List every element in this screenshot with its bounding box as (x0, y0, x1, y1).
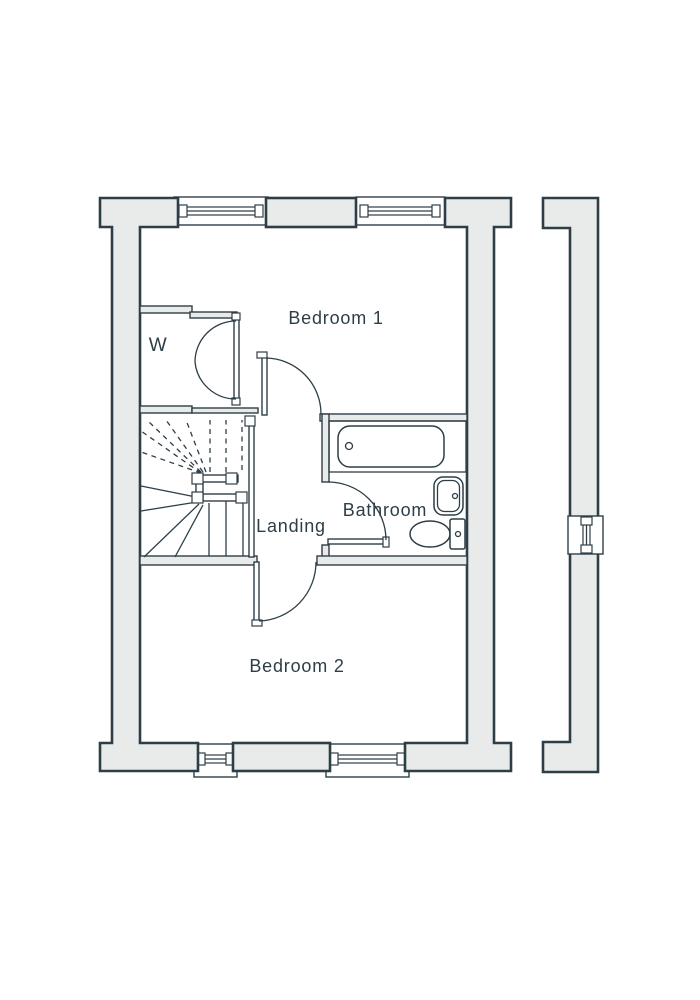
window (567, 515, 604, 555)
closet-door-head-top (189, 311, 238, 319)
landing-south-wall (139, 555, 258, 566)
bathtub (328, 420, 467, 473)
room-labels: Bedroom 1 W Landing Bathroom Bedroom 2 (149, 308, 427, 676)
stair-winder-treads (140, 485, 244, 558)
doors (194, 312, 390, 627)
door-bathroom (327, 481, 390, 548)
bedroom2-label: Bedroom 2 (249, 656, 344, 676)
basin (433, 476, 464, 516)
closet-north-wall (139, 305, 193, 314)
bathroom-north-wall (319, 413, 468, 422)
exterior-wall-left (98, 196, 200, 773)
stair-newel-post (244, 415, 256, 427)
stair-balustrade (248, 419, 255, 558)
exterior-wall-bottom-pier (231, 741, 332, 773)
landing-label: Landing (256, 516, 326, 536)
exterior-wall-top-pier (264, 196, 358, 229)
interior-walls (139, 305, 468, 566)
window (193, 743, 238, 778)
wardrobe-double-doors (194, 312, 241, 406)
staircase (140, 415, 256, 558)
closet-south-wall (139, 405, 193, 414)
closet-door-head-bottom (191, 407, 259, 414)
stair-handrail (191, 472, 248, 504)
wardrobe-label: W (149, 335, 167, 356)
window (355, 196, 446, 226)
window (173, 196, 269, 226)
bathroom-west-wall-upper (321, 413, 330, 483)
toilet (409, 518, 466, 550)
windows (173, 196, 446, 778)
bathroom-fixtures (328, 420, 467, 550)
bathroom-south-wall (316, 555, 468, 566)
window (325, 743, 410, 778)
bathroom-label: Bathroom (343, 500, 427, 520)
party-wall (541, 196, 604, 774)
door-bedroom2 (251, 561, 317, 627)
exterior-walls (98, 196, 513, 773)
bedroom1-label: Bedroom 1 (288, 308, 383, 328)
stair-flight-up-dashed (140, 419, 243, 474)
exterior-wall-right (403, 196, 513, 773)
door-bedroom1 (256, 351, 322, 416)
